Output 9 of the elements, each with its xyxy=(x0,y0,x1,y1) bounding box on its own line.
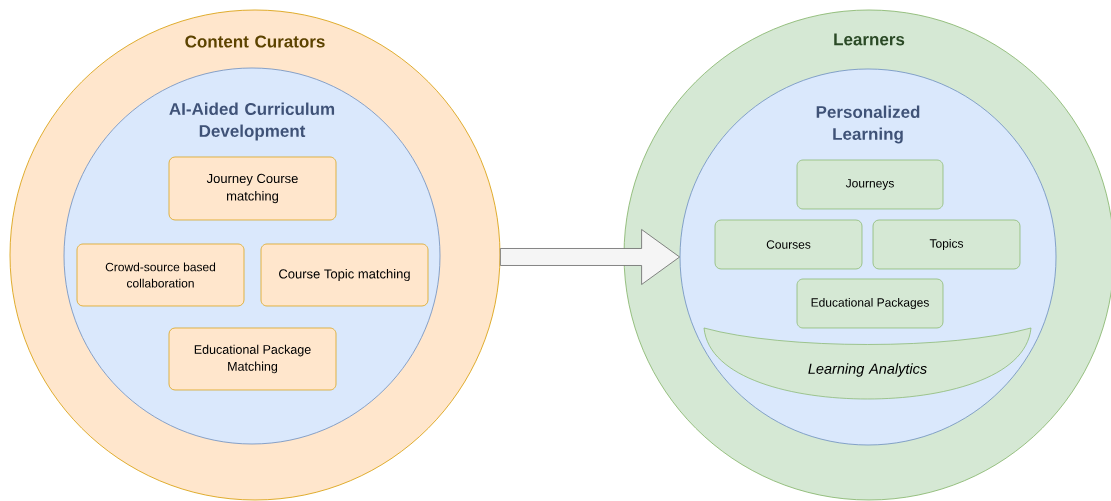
label-box: Crowd-source based collaboration xyxy=(76,243,245,307)
label-box: Journeys xyxy=(796,159,944,210)
label-box: Courses xyxy=(714,219,863,270)
label-box: Course Topic matching xyxy=(260,243,429,307)
label-box: Educational Packages xyxy=(796,278,944,329)
label-box: Journey Course matching xyxy=(168,156,337,221)
label-box: Educational Package Matching xyxy=(168,327,337,391)
label-box: Topics xyxy=(872,219,1021,270)
block-arrow xyxy=(500,229,680,285)
